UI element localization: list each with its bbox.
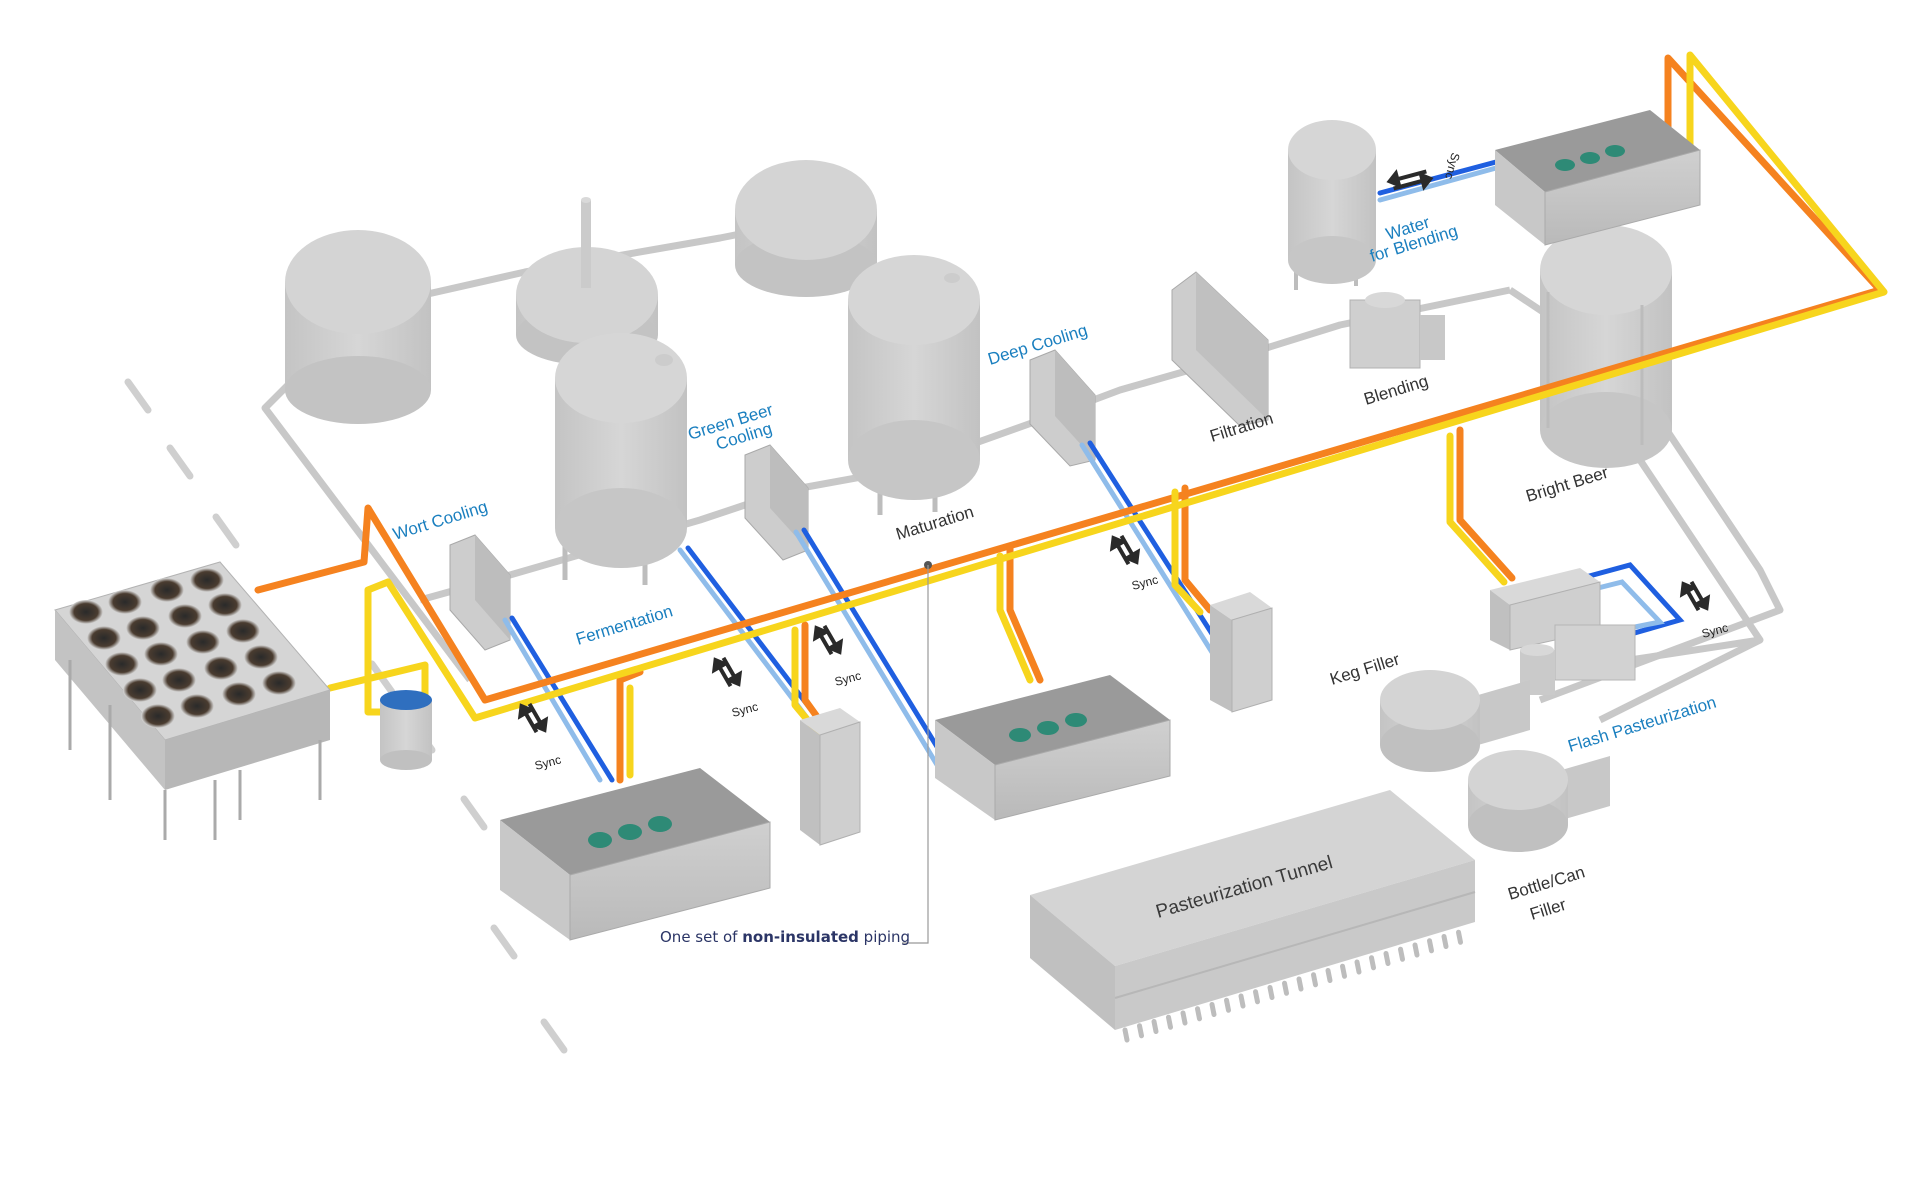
sync-label: Sync — [730, 699, 759, 719]
tunnel-leg — [1209, 1002, 1217, 1017]
tunnel-leg — [1427, 938, 1434, 954]
tunnel-leg — [1151, 1019, 1159, 1034]
sync-label: Sync — [833, 668, 862, 688]
tunnel-leg — [1311, 972, 1318, 988]
sync-arrows-icon — [1109, 534, 1141, 566]
tunnel-leg — [1354, 959, 1362, 975]
blending-unit — [1349, 292, 1445, 369]
sync-arrows-icon — [1679, 580, 1711, 612]
tunnel-leg — [1412, 942, 1420, 958]
dry-cooler-array — [54, 561, 331, 840]
piping-note-prefix: One set of — [660, 928, 743, 946]
tunnel-leg — [1180, 1010, 1188, 1026]
keg-filler — [1380, 670, 1530, 772]
pasteurization-tunnel — [1030, 790, 1476, 1043]
sync-label: Sync — [1442, 151, 1462, 180]
tunnel-leg — [1195, 1006, 1202, 1022]
wort-cooling-heat-exchanger — [449, 534, 511, 651]
chiller-container-1 — [500, 768, 771, 941]
chiller-cabinet-2 — [1210, 592, 1273, 713]
fermentation-tank — [555, 333, 687, 585]
sync-arrows-icon — [711, 656, 743, 688]
label-bottle-can-filler-line1: Bottle/Can — [1506, 862, 1587, 903]
maturation-tank — [848, 255, 980, 515]
filtration-unit — [1171, 271, 1269, 427]
piping-note-bold: non-insulated — [742, 928, 859, 946]
chiller-container-3 — [1495, 110, 1701, 246]
sync-arrows-icon — [1386, 169, 1434, 191]
tunnel-leg — [1369, 955, 1376, 971]
brewhouse-tank-3 — [735, 160, 877, 297]
deep-cooling-heat-exchanger — [1029, 349, 1096, 467]
buffer-tank — [380, 690, 432, 770]
tunnel-leg — [1456, 929, 1463, 945]
sync-label: Sync — [1700, 620, 1729, 640]
label-bright-beer: Bright Beer — [1524, 463, 1611, 506]
tunnel-leg — [1137, 1023, 1144, 1039]
bottle-can-filler — [1468, 750, 1610, 852]
piping-note-suffix: piping — [858, 928, 911, 946]
bright-beer-tank — [1540, 225, 1672, 468]
label-fermentation: Fermentation — [574, 601, 675, 648]
dry-cooler-fans — [69, 568, 296, 728]
label-blending: Blending — [1362, 371, 1431, 409]
chiller-container-2 — [935, 675, 1171, 821]
tunnel-leg — [1325, 968, 1333, 983]
tunnel-leg — [1340, 963, 1347, 979]
sync-arrow-icons — [517, 169, 1711, 734]
label-bottle-can-filler-line2: Filler — [1528, 895, 1569, 924]
sync-arrows-icon — [812, 624, 844, 656]
piping-callout — [902, 561, 932, 944]
tunnel-leg — [1398, 946, 1405, 962]
chiller-cabinet-1 — [800, 708, 861, 846]
blending-water-tank — [1288, 120, 1376, 290]
tunnel-leg — [1253, 989, 1260, 1005]
tunnel-leg — [1224, 997, 1231, 1013]
tunnel-leg — [1267, 985, 1275, 1000]
tunnel-leg — [1166, 1014, 1173, 1030]
tunnel-leg — [1122, 1027, 1130, 1043]
sync-label: Sync — [1130, 572, 1159, 592]
tunnel-leg — [1238, 993, 1246, 1009]
tunnel-leg — [1296, 976, 1304, 992]
tunnel-leg — [1383, 951, 1391, 966]
tunnel-leg — [1282, 980, 1289, 996]
brewhouse-tank-1 — [285, 230, 431, 424]
sync-label: Sync — [533, 752, 562, 772]
sync-arrows-icon — [517, 702, 549, 734]
piping-note: One set of non-insulated piping — [660, 928, 910, 946]
tunnel-leg — [1441, 934, 1449, 949]
green-beer-cooling-heat-exchanger — [744, 444, 809, 561]
